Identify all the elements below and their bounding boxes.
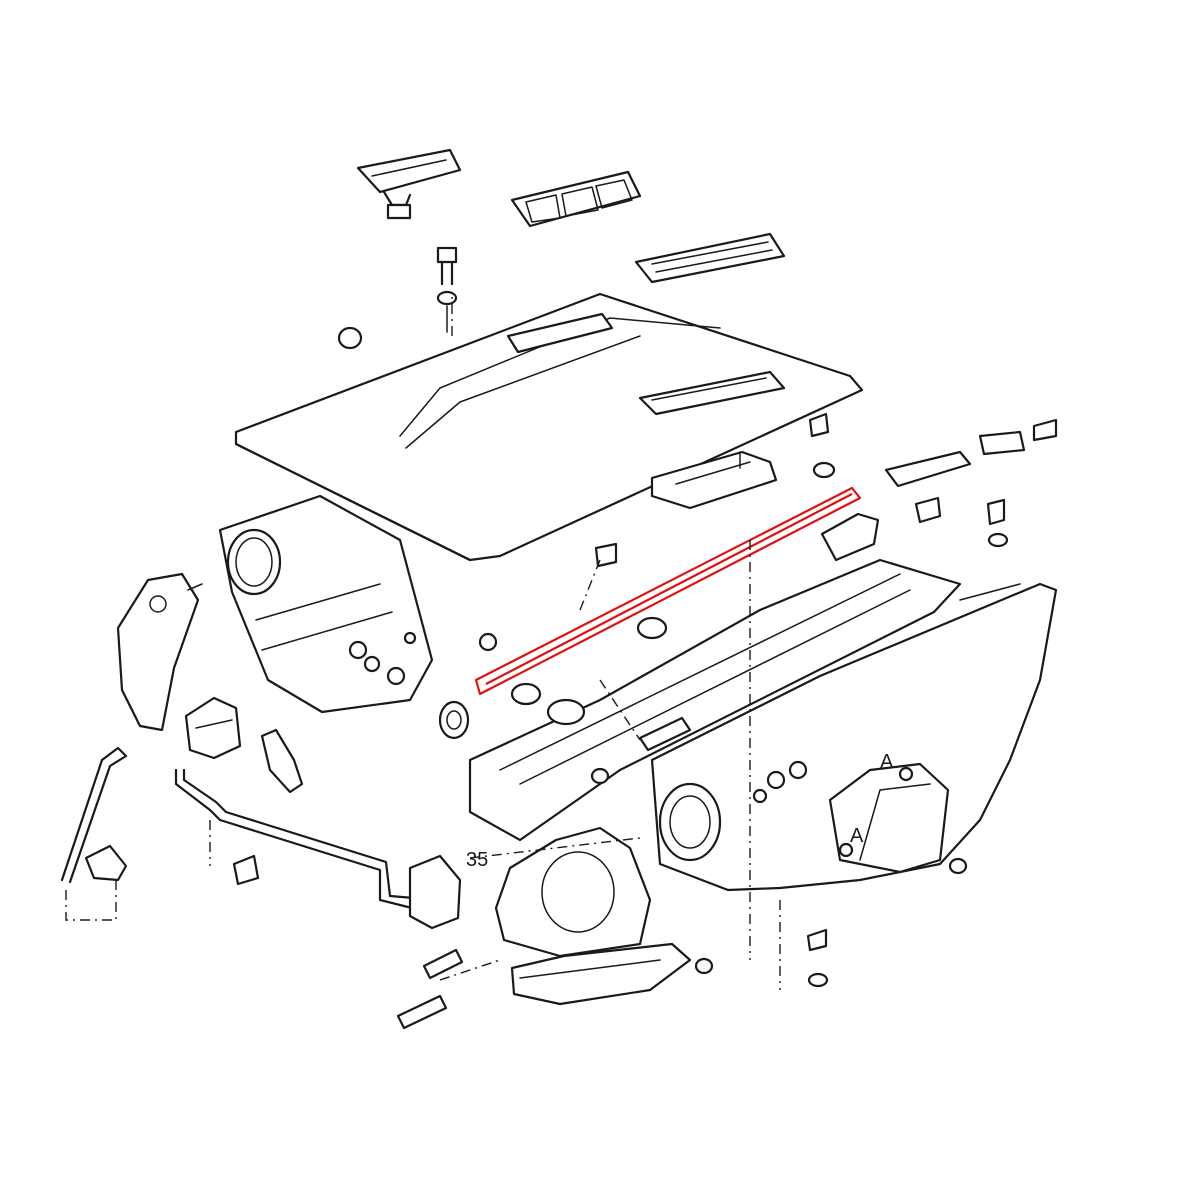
part-number-callout: 35	[466, 849, 488, 871]
reference-marker-a-upper: A	[880, 751, 894, 773]
leader-lines	[65, 296, 781, 990]
hood-latch-assembly	[184, 696, 304, 794]
hood-bolt-top	[436, 246, 458, 333]
support-rod	[60, 746, 128, 884]
inner-bracket-left	[116, 572, 203, 732]
bolt-group	[232, 412, 1058, 1030]
vent-grille-right	[634, 232, 786, 284]
latch-bracket-right	[820, 430, 1026, 562]
hood-seal-highlighted	[474, 486, 862, 696]
tube-bracket-left	[438, 700, 470, 740]
cowl-side-panel-left	[218, 494, 434, 714]
reference-marker-a-lower: A	[850, 825, 864, 847]
headlight-housing	[494, 826, 692, 1006]
vent-cover-left	[356, 148, 462, 220]
cowl-top-panel	[468, 558, 962, 842]
callouts: 35 A A	[466, 751, 894, 871]
hood-panel	[234, 292, 864, 562]
release-cable	[174, 768, 462, 930]
hood-hinge-bracket	[650, 450, 778, 510]
front-fender-right	[650, 582, 1058, 892]
vent-grille-center	[510, 170, 642, 228]
rubber-bumper	[337, 326, 363, 350]
